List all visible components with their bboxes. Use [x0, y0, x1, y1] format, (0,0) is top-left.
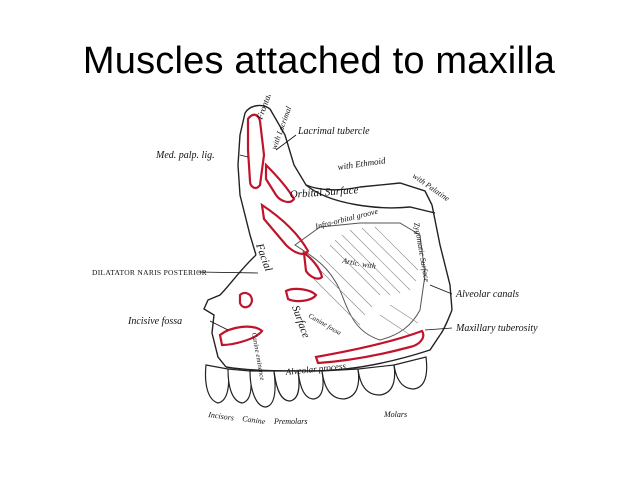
label-med-palp-lig: Med. palp. lig.: [155, 150, 215, 161]
label-facial-surface-upper: Facial: [253, 241, 274, 273]
muscle-attachments: [218, 113, 425, 365]
muscle-depressor-alae: [218, 325, 264, 347]
molar-tooth-1: [321, 368, 360, 400]
label-with-palatine: with Palatine: [411, 171, 452, 203]
label-incisive-fossa: Incisive fossa: [127, 316, 182, 327]
label-incisors: Incisors: [207, 410, 235, 423]
muscle-levator-labii-frontal: [246, 113, 266, 190]
label-orbital-surface: Orbital Surface: [289, 184, 359, 201]
molar-tooth-3: [393, 356, 428, 390]
maxilla-illustration: Frontal process Lacrimal tubercle with L…: [92, 95, 538, 426]
muscle-buccinator: [314, 329, 425, 365]
label-canine: Canine: [242, 414, 267, 426]
label-with-lacrimal: with Lacrimal: [269, 104, 293, 150]
label-with-ethmoid: with Ethmoid: [337, 155, 387, 172]
label-zygomatic-surface: Zygomatic Surface: [412, 222, 431, 283]
maxilla-diagram: Frontal process Lacrimal tubercle with L…: [80, 95, 580, 435]
muscle-infraorbital: [302, 250, 324, 280]
incisor-tooth-2: [227, 368, 252, 404]
incisor-tooth-1: [204, 364, 230, 404]
leader-lines: [197, 134, 453, 331]
muscle-caninus: [284, 287, 318, 303]
label-maxillary-tuberosity: Maxillary tuberosity: [455, 323, 538, 334]
molar-tooth-2: [357, 364, 396, 396]
canine-tooth: [249, 370, 276, 408]
label-facial-surface-lower: Surface: [289, 304, 312, 340]
label-premolars: Premolars: [273, 417, 307, 426]
muscle-dilatator-naris: [238, 291, 254, 309]
label-canine-fossa: Canine fossa: [307, 312, 343, 337]
muscle-orbicularis-oculi: [264, 162, 296, 204]
label-infraorbital-groove: Infra-orbital groove: [313, 207, 379, 232]
label-molars: Molars: [383, 410, 407, 419]
bone-shading: [311, 226, 419, 336]
label-alveolar-canals: Alveolar canals: [455, 289, 519, 300]
label-lacrimal-tubercle: Lacrimal tubercle: [297, 126, 370, 137]
slide-title: Muscles attached to maxilla: [82, 40, 556, 82]
teeth: [204, 356, 428, 408]
label-dilatator-naris-posterior: DILATATOR NARIS POSTERIOR: [92, 268, 207, 277]
label-artic-with-zygomatic: Artic. with: [341, 256, 377, 271]
muscle-levator-labii-superioris: [260, 202, 310, 255]
